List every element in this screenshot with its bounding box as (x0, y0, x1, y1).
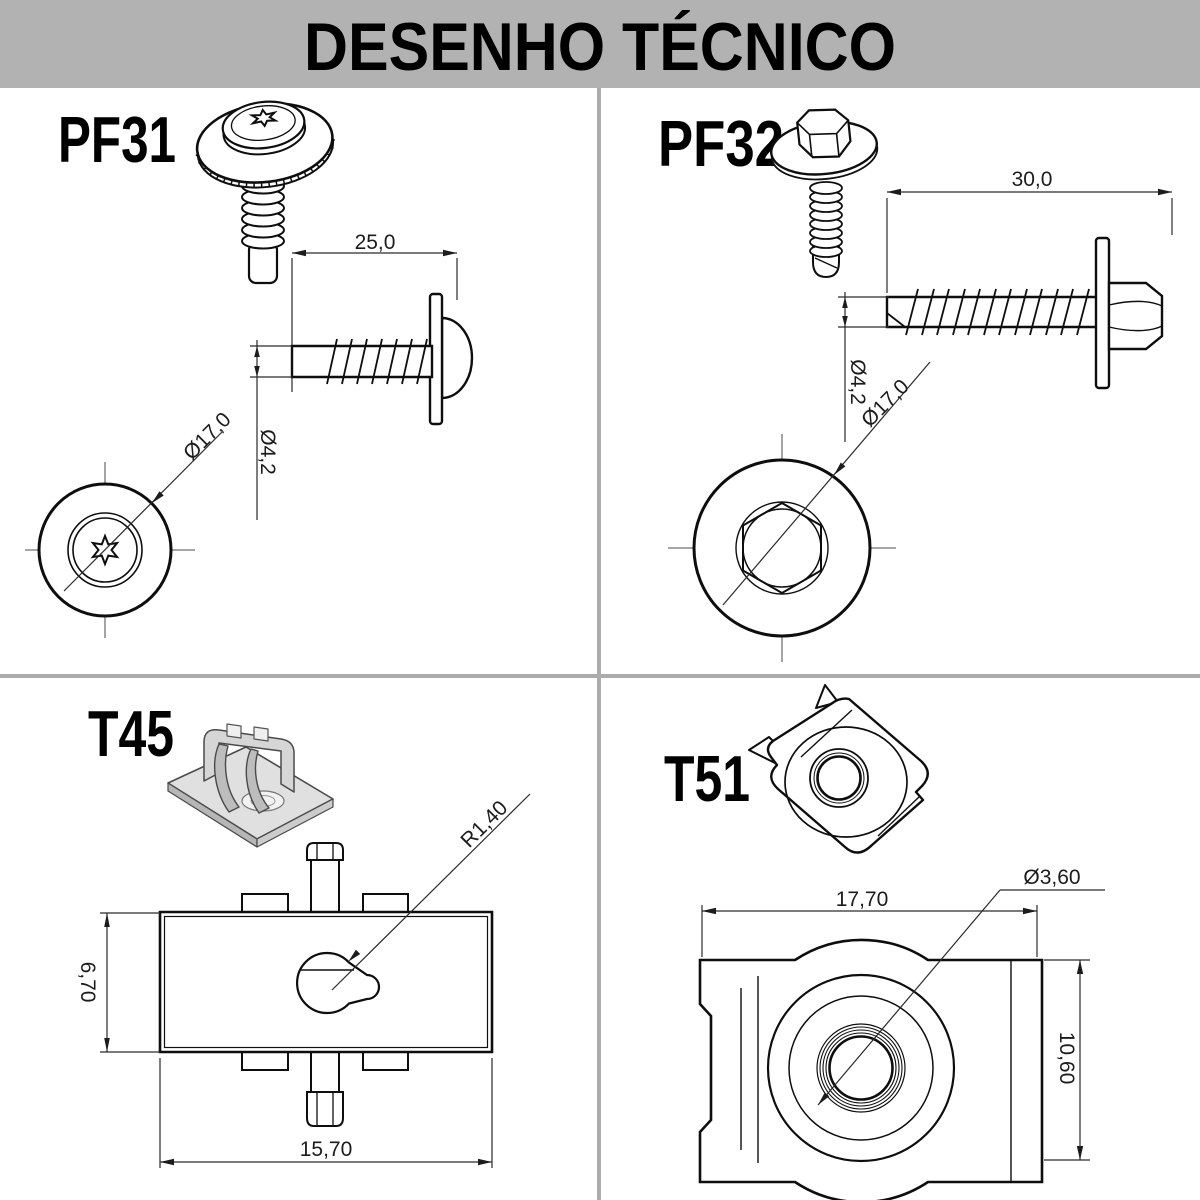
torx-recess-3d (248, 108, 279, 128)
panel-pf31: PF31 2 (25, 100, 474, 638)
pf31-3d-view (195, 100, 335, 285)
dim-height-t51: 10,60 (1055, 1032, 1078, 1085)
keyhole-slot (295, 951, 381, 1015)
dim-height-t45: 6,70 (76, 962, 99, 1003)
dim-length-pf31: 25,0 (355, 231, 396, 254)
panel-t45: T45 (76, 697, 531, 1168)
hex-head-top (742, 502, 822, 594)
divider-horizontal (0, 674, 1200, 678)
part-label-pf32: PF32 (658, 107, 784, 180)
part-label-pf31: PF31 (58, 103, 176, 176)
t45-plan-view: R1,40 6,70 15,70 (76, 793, 531, 1168)
panel-pf32: PF32 (658, 107, 1173, 662)
dim-slot-radius-t45: R1,40 (456, 796, 512, 852)
banner-svg: DESENHO TÉCNICO (304, 9, 896, 85)
page-title: DESENHO TÉCNICO (304, 9, 896, 85)
pf31-bottom-view: Ø17,0 (25, 408, 236, 638)
dim-length-pf32: 30,0 (1012, 168, 1053, 191)
dim-shank-diameter-pf32: Ø4,2 (846, 359, 869, 405)
dim-hole-diameter-t51: Ø3,60 (1023, 866, 1080, 889)
part-label-t51: T51 (664, 742, 750, 815)
t51-plan-view: 17,70 Ø3,60 10,60 (698, 866, 1105, 1200)
part-label-t45: T45 (88, 697, 174, 770)
dim-width-t45: 15,70 (300, 1138, 353, 1161)
pf32-3d-view (770, 108, 879, 279)
pf32-bottom-view: Ø17,0 (668, 361, 931, 662)
dim-shank-diameter-pf31: Ø4,2 (256, 429, 279, 475)
pf32-side-view: 30,0 Ø4,2 (838, 168, 1173, 442)
dim-width-t51: 17,70 (836, 888, 889, 911)
t45-iso-view (167, 723, 334, 848)
banner: DESENHO TÉCNICO (0, 0, 1200, 88)
divider-vertical (597, 88, 601, 1200)
t51-iso-view (748, 684, 929, 854)
torx-recess-top (90, 533, 120, 567)
dim-head-diameter-pf31: Ø17,0 (179, 408, 236, 465)
pf31-side-view: 25,0 Ø4,2 (250, 231, 474, 520)
panel-t51: T51 (664, 684, 1105, 1200)
